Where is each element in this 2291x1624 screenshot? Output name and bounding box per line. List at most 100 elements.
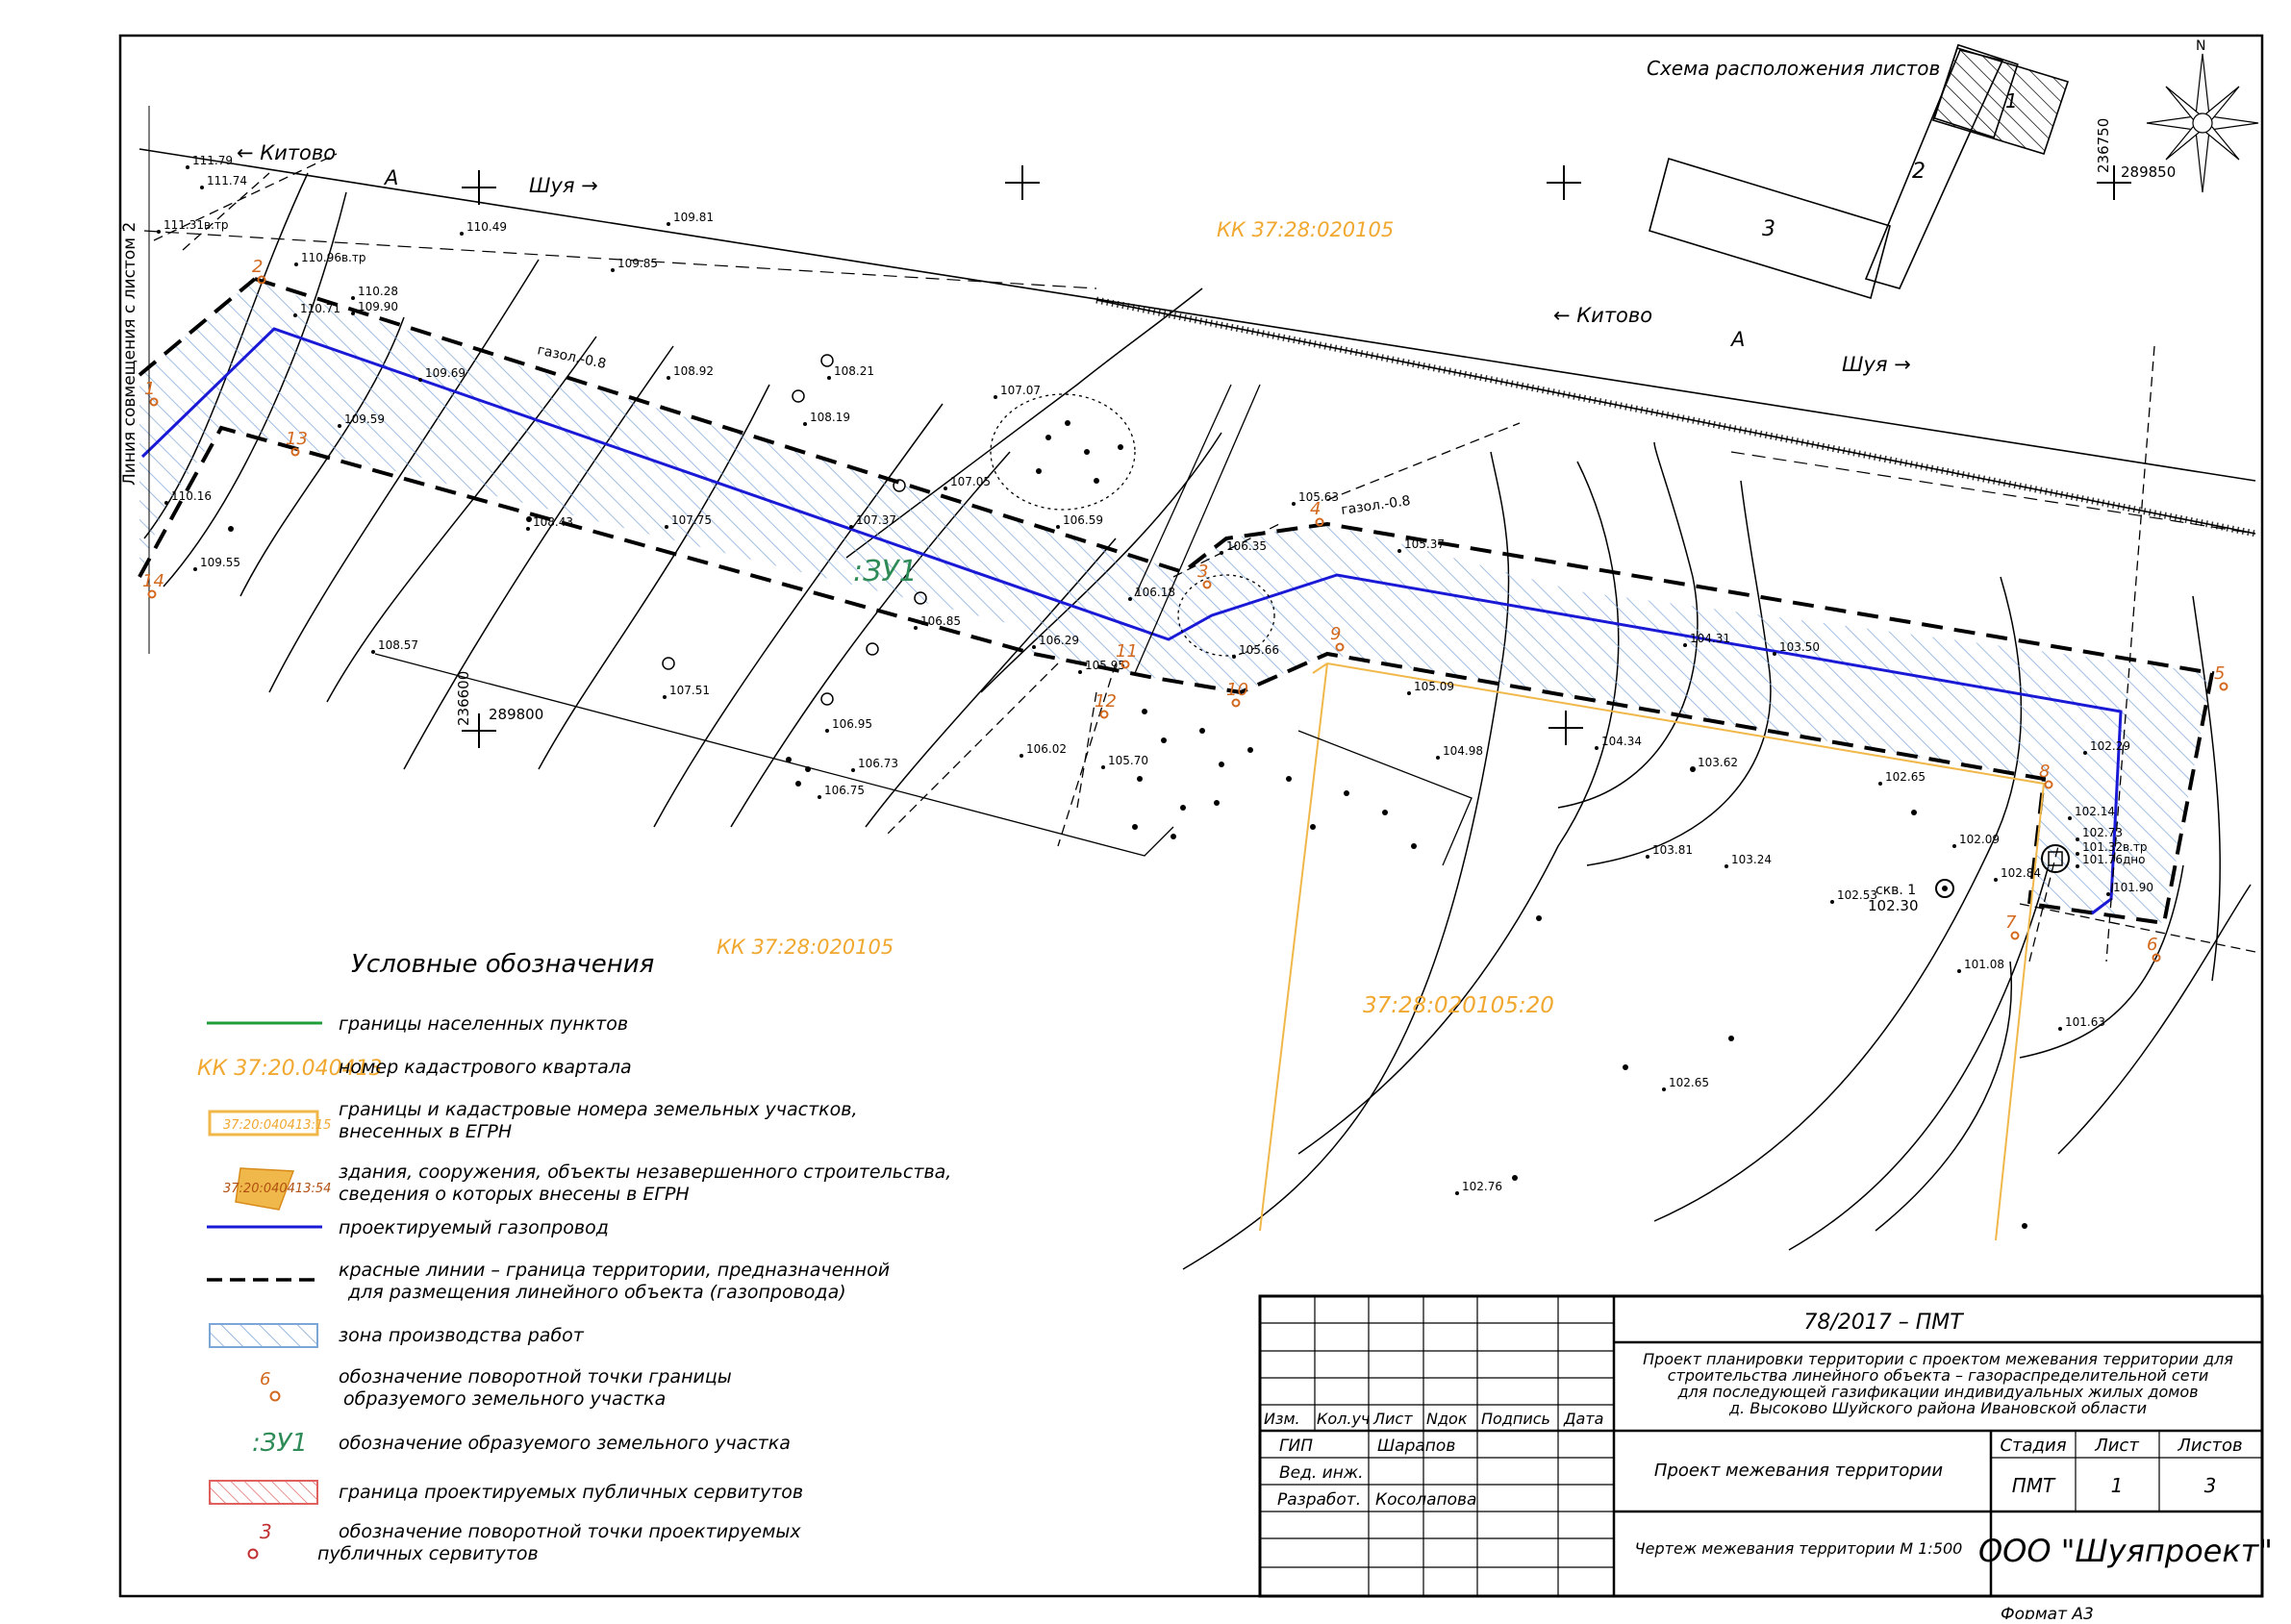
elevation-label: 105.09 — [1414, 680, 1454, 693]
well-symbol — [1935, 879, 1954, 898]
elevation-label: 106.85 — [920, 614, 961, 628]
col-izm: Изм. — [1264, 1410, 1300, 1428]
well-label: скв. 1 — [1876, 883, 1916, 898]
legend-symbol-sp-circle — [247, 1548, 259, 1560]
turning-point-label: 12 — [1095, 691, 1117, 712]
col-list: Лист — [1372, 1410, 1413, 1428]
legend-text-2: номер кадастрового квартала — [339, 1057, 632, 1078]
elevation-label: 108.19 — [810, 411, 850, 424]
elevation-point — [200, 186, 204, 189]
format-label: Формат А3 — [2001, 1605, 2094, 1619]
col-koluch: Кол.уч — [1317, 1410, 1370, 1428]
elevation-label: 109.69 — [425, 366, 466, 380]
coord-x-left: 289800 — [489, 706, 543, 723]
elevation-point — [1455, 1191, 1459, 1195]
elevation-label: 110.16 — [171, 489, 212, 503]
legend-symbol-work-zone — [209, 1323, 318, 1348]
legend-symbol-sp: 3 — [260, 1520, 272, 1543]
role-ved: Вед. инж. — [1279, 1463, 1364, 1483]
elevation-point — [1128, 597, 1132, 601]
doc-code: 78/2017 – ПМТ — [1803, 1311, 1964, 1335]
elevation-point — [2058, 1027, 2062, 1031]
stage-value: ПМТ — [2012, 1474, 2056, 1497]
elevation-point — [994, 395, 997, 399]
elevation-label: 106.18 — [1135, 586, 1175, 599]
kk-label-bottom: КК 37:28:020105 — [717, 936, 894, 959]
road-lines — [138, 148, 2256, 537]
elevation-label: 102.53 — [1837, 888, 1877, 902]
legend-text-11a: обозначение поворотной точки проектируем… — [339, 1521, 801, 1542]
col-podpis: Подпись — [1481, 1410, 1550, 1428]
grid-crosses — [462, 165, 2131, 748]
regulator-symbol — [2041, 844, 2070, 873]
turning-point-label: 14 — [142, 571, 164, 591]
elevation-label: 104.31 — [1690, 632, 1730, 645]
elevation-label: 108.57 — [378, 638, 418, 652]
elevation-label: 106.35 — [1226, 539, 1267, 553]
title-block-text: 78/2017 – ПМТ Проект планировки территор… — [1264, 1311, 2273, 1624]
elevation-point — [663, 695, 667, 699]
turning-point-label: 7 — [2005, 912, 2017, 933]
elevation-label: 102.65 — [1885, 770, 1926, 784]
legend: Условные обозначения границы населенных … — [197, 950, 951, 1564]
project-desc-3: для последующей газификации индивидуальн… — [1676, 1383, 2198, 1401]
elevation-label: 110.71 — [300, 302, 340, 315]
vegetation-dots — [228, 354, 2027, 1229]
col-data: Дата — [1563, 1410, 1603, 1428]
company-name: ООО "Шуяпроект" — [1978, 1533, 2273, 1569]
elevation-label: 102.76 — [1462, 1180, 1502, 1193]
elevation-point — [1397, 549, 1401, 553]
elevation-point — [186, 165, 189, 169]
elevation-label: 101.63 — [2065, 1015, 2105, 1029]
north-label: N — [2196, 38, 2205, 54]
elevation-point — [2068, 816, 2072, 820]
legend-symbol-servitude — [209, 1480, 318, 1505]
elevation-label: 102.84 — [2001, 866, 2041, 880]
legend-text-8b: образуемого земельного участка — [343, 1388, 666, 1410]
elevation-point — [1830, 900, 1834, 904]
elevation-point — [1292, 502, 1296, 506]
elevation-point — [1020, 754, 1023, 758]
elevation-label: 103.81 — [1652, 843, 1693, 857]
legend-text-6b: для размещения линейного объекта (газопр… — [347, 1282, 846, 1303]
project-desc-1: Проект планировки территории с проектом … — [1643, 1350, 2233, 1368]
turning-point-label: 2 — [252, 257, 263, 277]
stage-head: Стадия — [2000, 1436, 2066, 1456]
elevation-point — [1407, 691, 1411, 695]
elevation-point — [1994, 878, 1998, 882]
elevation-point — [157, 230, 161, 234]
zu-label: :ЗУ1 — [853, 555, 918, 588]
road-a-2: А — [1729, 328, 1745, 351]
elevation-point — [1691, 767, 1695, 771]
legend-text-8a: обозначение поворотной точки границы — [339, 1366, 732, 1387]
coord-y-left: 236600 — [455, 671, 472, 726]
elevation-label: 101.76дно — [2082, 853, 2145, 866]
road-kitovo-2: ← Китово — [1553, 304, 1652, 327]
legend-text-11b: публичных сервитутов — [317, 1543, 539, 1564]
turning-point-marker — [1202, 580, 1212, 589]
coord-x-top: 289850 — [2121, 163, 2176, 181]
sheets-head: Листов — [2177, 1436, 2242, 1456]
elevation-point — [1595, 746, 1599, 750]
elevation-label: 102.14 — [2075, 805, 2115, 818]
scheme-title: Схема расположения листов — [1647, 57, 1940, 80]
legend-text-3b: внесенных в ЕГРН — [339, 1121, 512, 1142]
legend-title: Условные обозначения — [351, 950, 654, 979]
elevation-label: 102.73 — [2082, 826, 2123, 839]
turning-point-marker — [290, 447, 300, 457]
name-razrab: Косолапова — [1375, 1490, 1476, 1510]
col-ndok: Nдок — [1426, 1410, 1468, 1428]
elevation-point — [667, 222, 670, 226]
elevation-point — [418, 378, 422, 382]
elevation-marks: 111.79111.74111.31в.тр110.96в.тр110.7111… — [157, 154, 2153, 1195]
legend-symbol-zu: :ЗУ1 — [252, 1429, 308, 1458]
turning-point-label: 13 — [286, 429, 308, 449]
turning-point-marker — [2010, 931, 2020, 940]
legend-text-3a: границы и кадастровые номера земельных у… — [339, 1099, 858, 1120]
sheet-num-3: 3 — [1762, 217, 1775, 241]
elevation-point — [1952, 844, 1956, 848]
elevation-label: 111.74 — [207, 174, 247, 187]
elevation-point — [2076, 864, 2079, 868]
